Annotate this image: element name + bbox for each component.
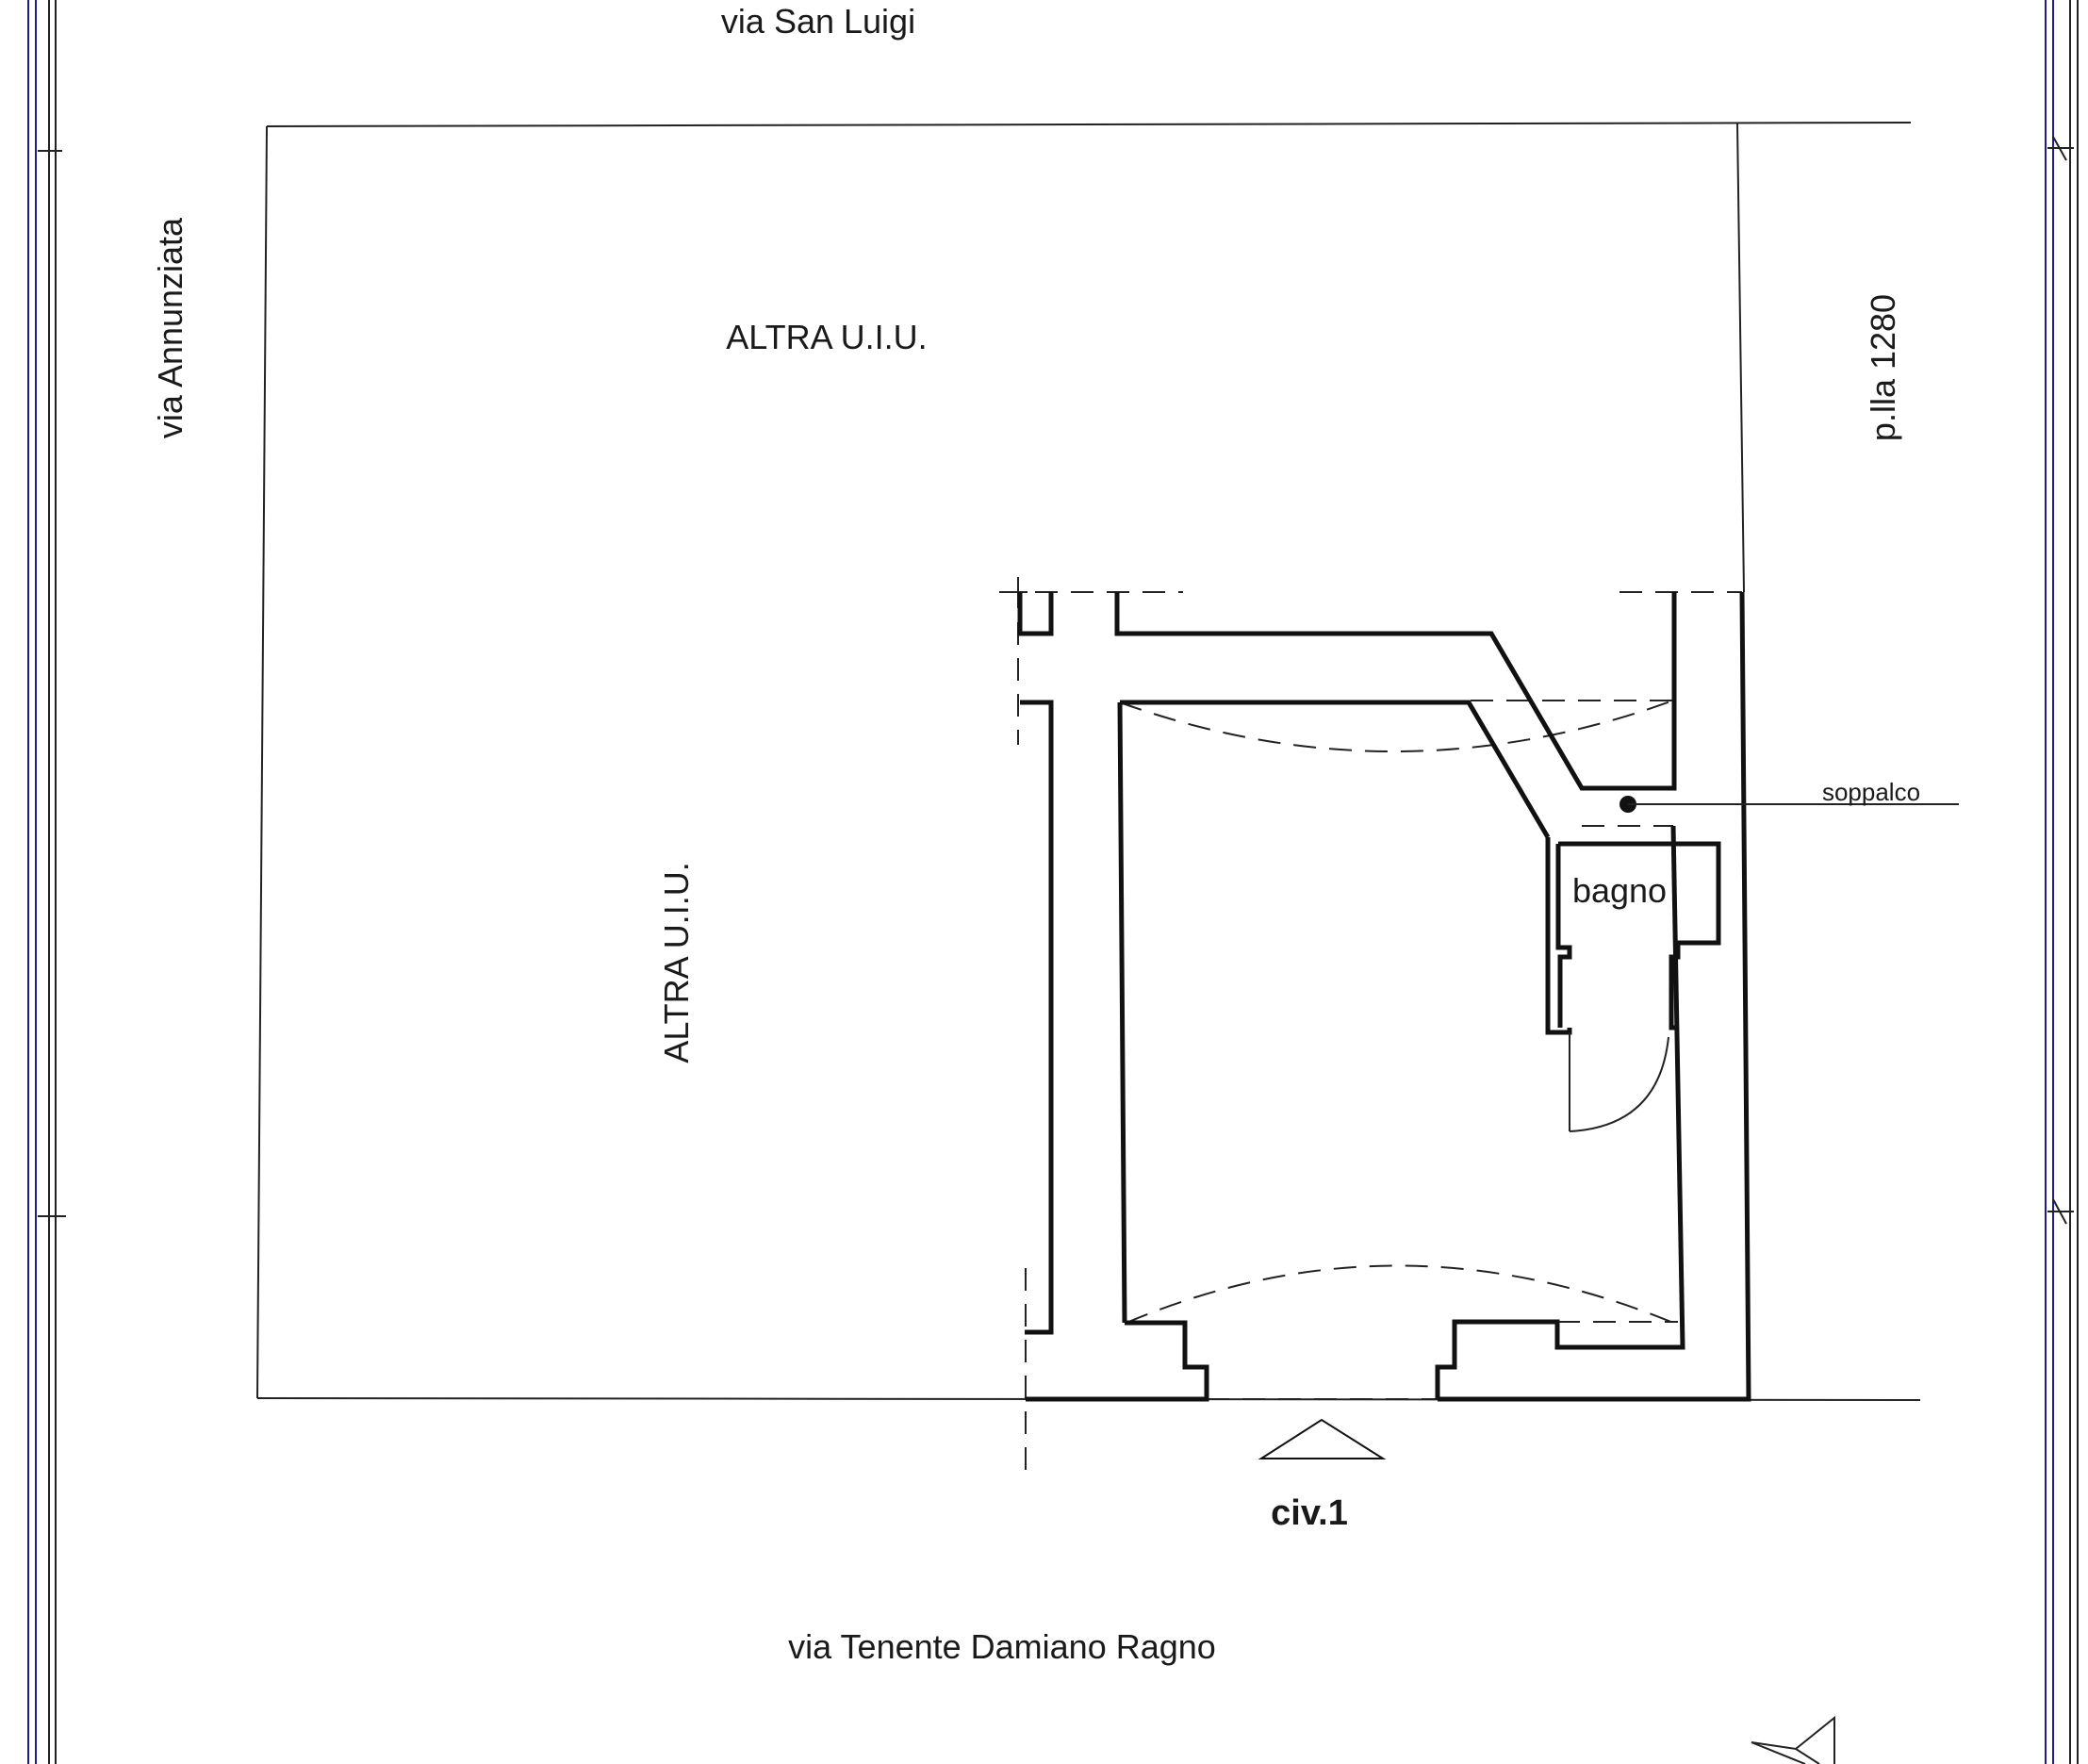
entrance-arrow-icon bbox=[1258, 1418, 1387, 1459]
street-south-label: via Tenente Damiano Ragno bbox=[788, 1627, 1216, 1666]
walls bbox=[1017, 591, 1751, 1402]
entrance-civic-label: civ.1 bbox=[1271, 1493, 1348, 1533]
mezzanine-marker bbox=[1619, 796, 1959, 813]
bathroom-label: bagno bbox=[1572, 871, 1667, 910]
other-unit-top-label: ALTRA U.I.U. bbox=[726, 318, 927, 356]
street-north-label: via San Luigi bbox=[721, 2, 915, 41]
vault-curves bbox=[1119, 700, 1674, 1324]
other-unit-left-label: ALTRA U.I.U. bbox=[657, 862, 696, 1063]
north-arrow-icon bbox=[1751, 1715, 1835, 1764]
lot-boundary bbox=[256, 122, 1921, 1401]
bathroom-door bbox=[1569, 1032, 1669, 1132]
street-west-label: via Annunziata bbox=[151, 217, 189, 438]
mezzanine-label: soppalco bbox=[1822, 778, 1920, 806]
dashed-outline bbox=[999, 577, 1742, 1471]
sheet-frame bbox=[27, 0, 2079, 1764]
parcel-east-label: p.lla 1280 bbox=[1864, 294, 1902, 441]
